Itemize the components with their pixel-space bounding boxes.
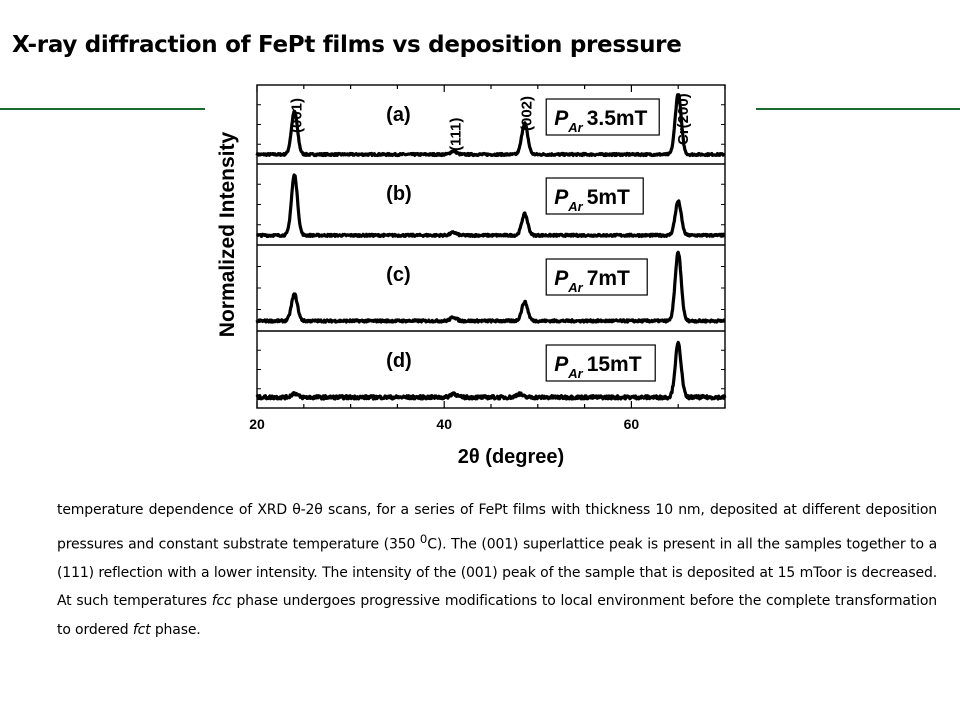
panel-label: (b): [386, 183, 412, 205]
peak-label: (001): [288, 98, 305, 133]
panel-label: (d): [386, 350, 412, 372]
figure-caption: temperature dependence of XRD θ-2θ scans…: [57, 496, 937, 644]
peak-label: Cr(200): [675, 93, 692, 145]
x-tick-label: 20: [249, 416, 265, 432]
caption-text-3: phase undergoes progressive modification…: [57, 593, 937, 638]
x-tick-label: 40: [436, 416, 452, 432]
caption-superscript: 0: [419, 531, 428, 546]
chart-curves: [255, 93, 727, 401]
caption-text-4: phase.: [150, 621, 201, 638]
x-tick-label: 60: [624, 416, 640, 432]
pressure-box: [545, 98, 660, 136]
xrd-curve: [255, 250, 726, 324]
panel-label: (c): [386, 264, 410, 286]
title-rule-left: [0, 108, 205, 110]
caption-italic-fct: fct: [132, 621, 151, 638]
xrd-curve: [255, 93, 726, 158]
y-axis-label: Normalized Intensity: [216, 131, 239, 337]
panel-label: (a): [386, 104, 410, 126]
title-rule-right: [756, 108, 960, 110]
xrd-curve: [255, 173, 726, 238]
x-axis-label: 2θ (degree): [458, 446, 564, 468]
caption-italic-fcc: fcc: [211, 593, 232, 610]
chart-ticks: [256, 85, 726, 408]
pressure-box: [545, 177, 644, 215]
caption-text-2: C). The (001) superlattice peak is prese…: [57, 536, 938, 610]
peak-label: (002): [519, 96, 536, 131]
xrd-curve: [255, 340, 727, 401]
pressure-box: [545, 258, 648, 296]
pressure-box: [545, 344, 656, 382]
caption-text-1: temperature dependence of XRD θ-2θ scans…: [57, 502, 937, 553]
slide-title: X-ray diffraction of FePt films vs depos…: [12, 32, 682, 58]
peak-label: (111): [448, 118, 465, 151]
